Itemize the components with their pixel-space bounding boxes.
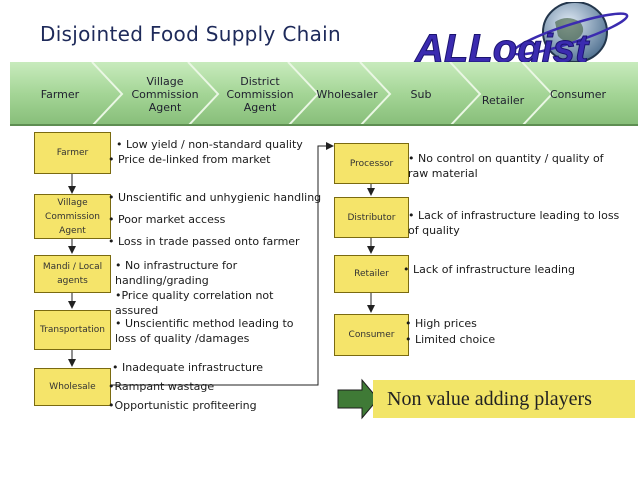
band-step-wholesaler: Wholesaler (316, 87, 378, 101)
note-line: • High prices (405, 317, 477, 330)
note-line: • Price de-linked from market (108, 153, 271, 166)
note-line: • Loss in trade passed onto farmer (108, 235, 300, 248)
note-line: • No infrastructure for (115, 259, 238, 272)
note-line: • Unscientific method leading to (115, 317, 294, 330)
note-line: loss of quality /damages (115, 332, 250, 345)
step-box-farmer: Farmer (34, 132, 111, 174)
note-line: • No control on quantity / quality of (408, 152, 604, 165)
step-box-wholesale: Wholesale (34, 368, 111, 406)
step-notes-farmer: • Low yield / non-standard quality • Pri… (108, 137, 303, 167)
band-step-district-commission-agent: District Commission Agent (226, 74, 294, 114)
note-line: handling/grading (115, 274, 209, 287)
step-notes-village-commission-agent: • Unscientific and unhygienic handling •… (108, 187, 321, 253)
note-line: assured (115, 304, 159, 317)
step-box-transportation: Transportation (34, 310, 111, 350)
note-line: •Rampant wastage (108, 380, 215, 393)
note-line: of quality (408, 224, 460, 237)
step-box-retailer: Retailer (334, 255, 409, 293)
step-box-mandi-local-agents: Mandi / Local agents (34, 255, 111, 293)
step-notes-retailer: • Lack of infrastructure leading (403, 262, 575, 277)
band-step-sub: Sub (410, 87, 432, 101)
step-notes-transportation: • Unscientific method leading to loss of… (115, 316, 294, 346)
note-line: • Unscientific and unhygienic handling (108, 191, 322, 204)
step-notes-distributor: • Lack of infrastructure leading to loss… (408, 208, 619, 238)
note-line: • Limited choice (405, 333, 496, 346)
step-notes-wholesale: • Inadequate infrastructure •Rampant was… (108, 358, 263, 415)
note-line: • Poor market access (108, 213, 226, 226)
step-box-distributor: Distributor (334, 197, 409, 238)
supply-chain-band (10, 62, 638, 126)
step-notes-processor: • No control on quantity / quality of ra… (408, 151, 604, 181)
note-line: • Lack of infrastructure leading (403, 263, 576, 276)
step-notes-mandi-local-agents: • No infrastructure for handling/grading… (115, 258, 273, 318)
band-step-farmer: Farmer (40, 87, 80, 101)
legend-arrow-icon (337, 378, 379, 420)
note-line: •Opportunistic profiteering (108, 399, 257, 412)
band-step-village-commission-agent: Village Commission Agent (131, 74, 199, 114)
step-box-processor: Processor (334, 143, 409, 184)
note-line: •Price quality correlation not (115, 289, 274, 302)
note-line: • Low yield / non-standard quality (116, 138, 303, 151)
step-notes-consumer: • High prices • Limited choice (405, 316, 495, 348)
page-title: Disjointed Food Supply Chain (40, 22, 341, 46)
step-box-consumer: Consumer (334, 314, 409, 356)
note-line: • Inadequate infrastructure (112, 361, 264, 374)
band-step-retailer: Retailer (481, 93, 525, 107)
note-line: raw material (408, 167, 478, 180)
band-step-consumer: Consumer (549, 87, 607, 101)
step-box-village-commission-agent: Village Commission Agent (34, 194, 111, 239)
legend-non-value-adding-players: Non value adding players (373, 380, 635, 418)
note-line: • Lack of infrastructure leading to loss (408, 209, 620, 222)
